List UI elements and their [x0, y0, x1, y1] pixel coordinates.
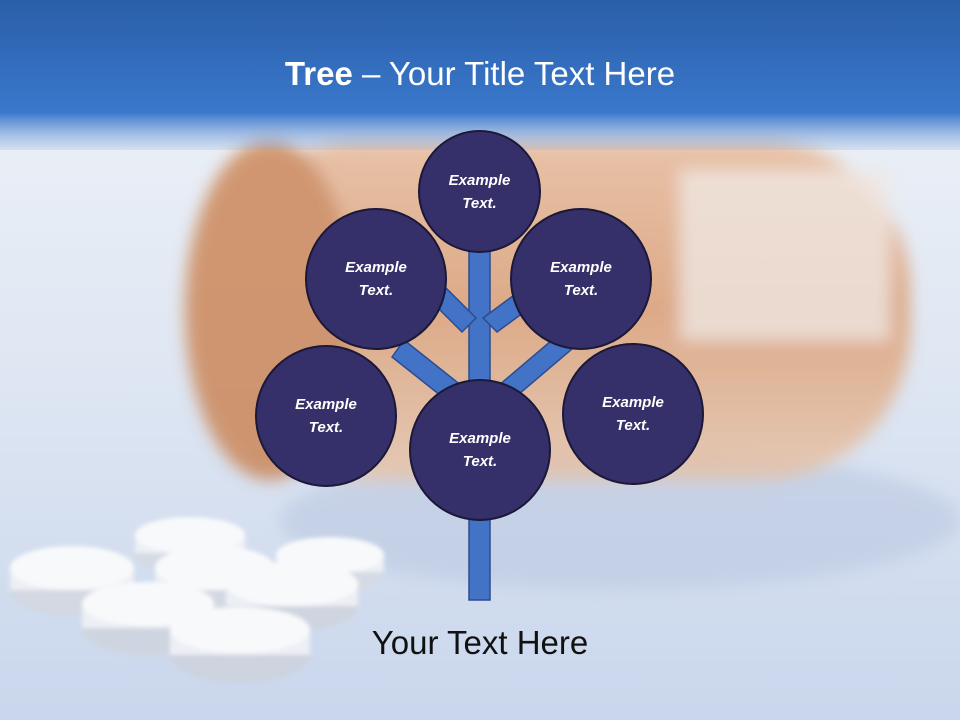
slide-title: Tree – Your Title Text Here: [0, 52, 960, 96]
tree-node-label: Example Text.: [295, 396, 357, 436]
tree-node-label: Example Text.: [448, 171, 511, 212]
title-bold: Tree: [284, 55, 353, 92]
tree-node-label: Example Text.: [345, 259, 407, 299]
tree-node-label: Example Text.: [602, 394, 664, 434]
tree-node-label: Example Text.: [449, 430, 511, 470]
tree-node-upper-right: Example Text.: [510, 208, 652, 350]
tree-node-center: Example Text.: [409, 379, 551, 521]
tree-node-label: Example Text.: [550, 259, 612, 299]
tree-node-lower-left: Example Text.: [255, 345, 397, 487]
tree-node-upper-left: Example Text.: [305, 208, 447, 350]
tree-node-lower-right: Example Text.: [562, 343, 704, 485]
slide-caption: Your Text Here: [371, 624, 589, 661]
tree-node-top: Example Text.: [418, 130, 541, 253]
title-rest: – Your Title Text Here: [352, 55, 676, 92]
